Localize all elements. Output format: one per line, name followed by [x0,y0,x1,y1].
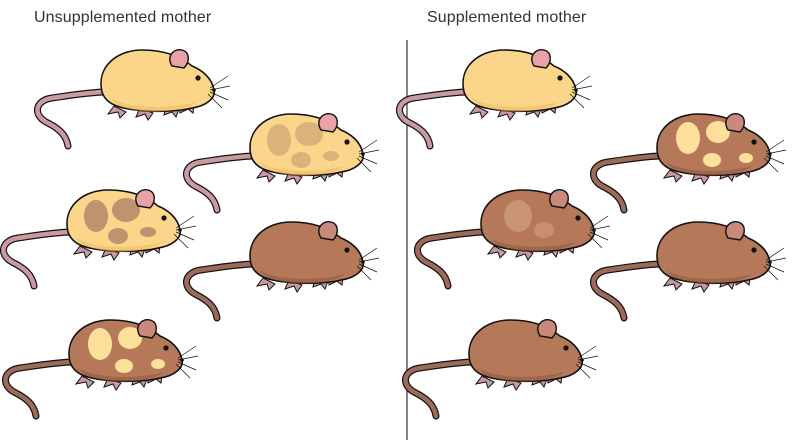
whisker [359,140,377,152]
whisker [359,248,377,260]
whisker [176,216,194,228]
ear [538,320,556,338]
whisker [766,248,784,260]
patch [703,153,721,167]
mouse-supplemented-1 [399,50,592,146]
whisker [178,346,196,358]
whisker [572,76,590,88]
eye [751,139,756,144]
patch [504,200,532,232]
mouse-unsupplemented-2 [186,114,379,210]
ear [136,190,154,208]
ear [138,320,156,338]
mouse-unsupplemented-1 [37,50,230,146]
ear [319,222,337,240]
mouse-unsupplemented-4 [186,222,379,318]
eye [344,139,349,144]
mouse-unsupplemented-5 [5,320,198,416]
patch [739,153,753,163]
ear [319,114,337,132]
whisker [766,140,784,152]
ear [726,114,744,132]
eye [161,215,166,220]
eye [557,75,562,80]
patch [84,200,108,232]
patch [534,222,554,238]
patch [323,151,339,161]
patch [151,359,165,369]
patch [140,227,156,237]
ear [532,50,550,68]
mouse-supplemented-2 [593,114,786,210]
whisker [210,76,228,88]
whisker [590,216,608,228]
whisker [578,346,596,358]
mouse-unsupplemented-3 [3,190,196,286]
ear [550,190,568,208]
mouse-supplemented-4 [593,222,786,318]
eye [195,75,200,80]
eye [344,247,349,252]
mice-layer [3,50,786,416]
patch [291,152,311,168]
mouse-supplemented-5 [405,320,598,416]
eye [751,247,756,252]
eye [563,345,568,350]
eye [163,345,168,350]
patch [108,228,128,244]
patch [115,359,133,373]
ear [726,222,744,240]
eye [575,215,580,220]
patch [267,124,291,156]
ear [170,50,188,68]
patch [88,328,112,360]
patch [676,122,700,154]
mouse-supplemented-3 [417,190,610,286]
